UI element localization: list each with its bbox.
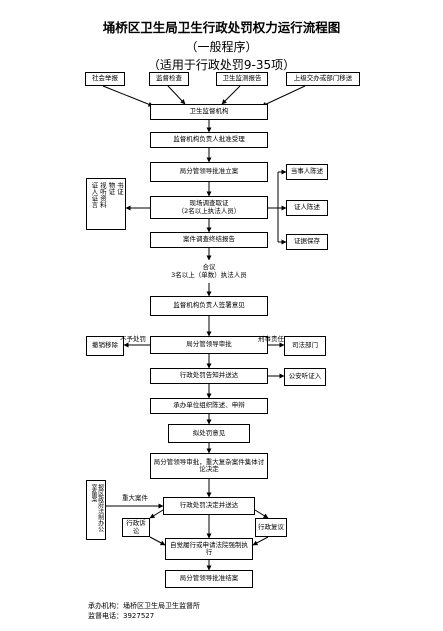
step-statement-defense: 承办单位组织陈述、申辩 (150, 398, 268, 414)
step-penalty-notice: 行政处罚告知并送达 (150, 368, 268, 384)
legal-office-filing-box: 报区政府法制办公室备案 (86, 480, 106, 540)
step-head-opinion: 监督机构负责人签署意见 (150, 296, 268, 316)
revoke-box: 撤销移除 (86, 336, 124, 356)
step-leader-approval: 局分管领导审批 (150, 336, 268, 354)
label-no-punishment: 不予处罚 (120, 335, 146, 343)
source-inspection: 监督检查 (149, 72, 189, 86)
hearing-box: 公安听证入 (284, 368, 326, 386)
admin-litigation-box: 行政诉讼 (122, 518, 150, 537)
step-accept-approval: 监督机构负责人批准受理 (150, 132, 268, 148)
step-case-filing: 局分管领导批准立案 (150, 162, 268, 182)
step-approval-collective: 局分管领导审批，重大复杂案件集体讨论决定 (150, 453, 268, 479)
judicial-dept-box: 司法部门 (284, 336, 326, 356)
step-enforcement: 自觉履行或申请法院强制执行 (165, 538, 253, 560)
footer-phone: 监督电话：3927527 (88, 612, 155, 620)
step-case-closure: 局分管领导批准结案 (165, 570, 253, 588)
step-supervision-agency: 卫生监督机构 (150, 104, 268, 120)
source-public-report: 社会举报 (85, 72, 125, 86)
source-monitoring-report: 卫生监测报告 (216, 72, 268, 86)
step-investigation-report: 案件调查终结报告 (150, 232, 268, 248)
evidence-testimony: 证人证言 (89, 182, 98, 208)
witness-statement: 证人陈述 (286, 200, 328, 216)
evidence-physical: 物证 (106, 182, 115, 195)
step-collegiate-review: 合议 3名以上（单数）执法人员 (150, 260, 268, 283)
admin-reconsideration-box: 行政复议 (255, 518, 287, 537)
footer-organization: 承办机构：埇桥区卫生局卫生监督所 (88, 602, 200, 610)
evidence-audiovisual: 视听资料 (98, 182, 107, 208)
source-referral: 上级交办或部门移送 (286, 72, 360, 86)
evidence-preservation: 证据保存 (286, 234, 328, 250)
step-proposed-penalty: 拟处罚意见 (168, 424, 250, 443)
evidence-types-box: 书证 物证 视听资料 证人证言 (86, 178, 126, 230)
legal-office-filing-text: 报区政府法制办公室备案 (90, 484, 104, 532)
label-major-case: 重大案件 (122, 494, 148, 502)
evidence-documentary: 书证 (115, 182, 124, 195)
page-subtitle: （一般程序） (185, 40, 258, 54)
party-statement: 当事人陈述 (286, 164, 328, 180)
step-field-investigation: 现场调查取证 （2名以上执法人员） (150, 196, 268, 219)
page-title: 埇桥区卫生局卫生行政处罚权力运行流程图 (102, 20, 341, 35)
label-criminal-liability: 刑事责任 (258, 335, 284, 343)
step-penalty-decision: 行政处罚决定并送达 (163, 497, 255, 515)
scope-note: （适用于行政处罚9-35项） (147, 58, 296, 72)
